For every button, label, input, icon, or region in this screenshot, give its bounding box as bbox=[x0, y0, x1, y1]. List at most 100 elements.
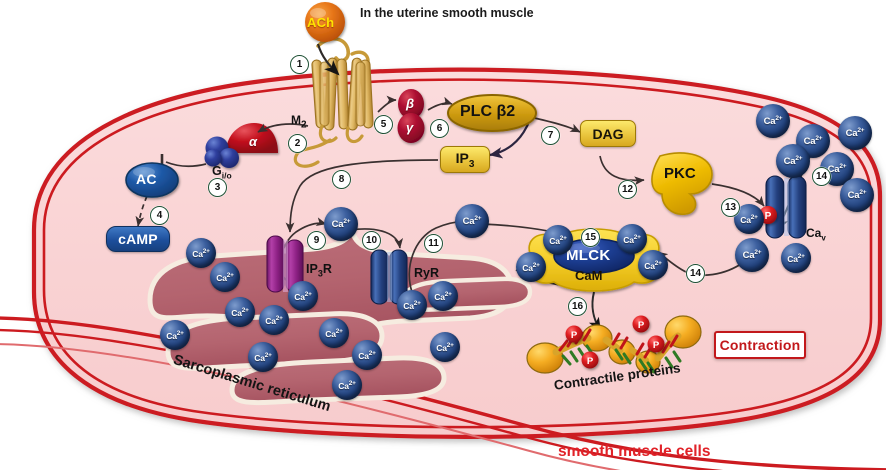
step-badge-2: 2 bbox=[288, 134, 307, 153]
calcium-ion-text: Ca2+ bbox=[623, 233, 641, 245]
calcium-ion-cytosolic: Ca2+ bbox=[455, 204, 489, 238]
calcium-ion-text: Ca2+ bbox=[847, 188, 867, 202]
gio-subscript: i/o bbox=[221, 170, 232, 181]
camp-box[interactable]: cAMP bbox=[106, 226, 170, 252]
g-beta-label: β bbox=[406, 96, 415, 111]
step-badge-16: 16 bbox=[568, 297, 587, 316]
ip3-box[interactable]: IP3 bbox=[440, 146, 490, 173]
calcium-ion-sr-lumen: Ca2+ bbox=[319, 318, 349, 348]
calcium-ion-calmodulin: Ca2+ bbox=[516, 252, 546, 282]
step-badge-4: 4 bbox=[150, 206, 169, 225]
calcium-ion-sr-lumen: Ca2+ bbox=[160, 320, 190, 350]
m2-receptor-label: M2 bbox=[291, 113, 307, 131]
ryr-label: RyR bbox=[414, 266, 440, 280]
m2-subscript: 2 bbox=[301, 119, 307, 131]
ryanodine-receptor-channel[interactable] bbox=[370, 249, 408, 305]
step-badge-8: 8 bbox=[332, 170, 351, 189]
dag-box[interactable]: DAG bbox=[580, 120, 636, 147]
g-protein-label: Gi/o bbox=[212, 164, 232, 181]
phosphate-markers-contractile: P P P P bbox=[565, 315, 665, 369]
calcium-ion-extracellular: Ca2+ bbox=[840, 178, 874, 212]
beta-gamma-subunits[interactable] bbox=[397, 89, 425, 143]
calcium-ion-sr-lumen: Ca2+ bbox=[186, 238, 216, 268]
ip3-receptor-channel[interactable] bbox=[266, 235, 304, 293]
calcium-ion-text: Ca2+ bbox=[294, 290, 312, 302]
arrow-step-5 bbox=[377, 95, 397, 113]
cav-channel[interactable]: P bbox=[759, 175, 807, 239]
adenylyl-cyclase-enzyme[interactable] bbox=[125, 162, 179, 198]
calcium-ion-cytosolic: Ca2+ bbox=[428, 281, 458, 311]
calcium-ion-text: Ca2+ bbox=[803, 134, 823, 148]
calcium-ion-text: Ca2+ bbox=[827, 162, 847, 176]
m2-receptor[interactable] bbox=[293, 37, 374, 168]
step-badge-15: 15 bbox=[581, 228, 600, 247]
svg-text:P: P bbox=[653, 340, 660, 351]
calcium-ion-text: Ca2+ bbox=[192, 247, 210, 259]
smooth-muscle-cells-label: smooth muscle cells bbox=[558, 443, 711, 460]
calcium-ion-text: Ca2+ bbox=[787, 252, 805, 264]
step-badge-6: 6 bbox=[430, 119, 449, 138]
plc-beta2-enzyme[interactable] bbox=[447, 94, 537, 132]
g-alpha-label: α bbox=[249, 134, 258, 149]
arrow-step-6 bbox=[427, 96, 453, 111]
step-badge-14b: 14 bbox=[686, 264, 705, 283]
adenylyl-cyclase-label: AC bbox=[136, 171, 157, 187]
calcium-ion-text: Ca2+ bbox=[462, 214, 482, 228]
adjacent-cell-membrane bbox=[0, 316, 886, 470]
step-badge-7: 7 bbox=[541, 126, 560, 145]
arrow-step-3 bbox=[165, 161, 207, 168]
calcium-ion-cytosolic: Ca2+ bbox=[324, 207, 358, 241]
ach-binding-arrow bbox=[316, 43, 340, 76]
calcium-ion-text: Ca2+ bbox=[338, 379, 356, 391]
calcium-ion-text: Ca2+ bbox=[740, 213, 758, 225]
step-badge-10: 10 bbox=[362, 231, 381, 250]
calcium-ion-sr-lumen: Ca2+ bbox=[210, 262, 240, 292]
step-badge-5: 5 bbox=[374, 115, 393, 134]
ip3-subscript: 3 bbox=[468, 158, 475, 170]
ach-label: ACh bbox=[307, 15, 335, 30]
arrow-step-4 bbox=[135, 195, 148, 227]
calcium-ion-text: Ca2+ bbox=[265, 314, 283, 326]
inner-membrane-leaflet bbox=[42, 78, 873, 429]
arrow-step-12 bbox=[599, 155, 645, 186]
step-badge-9: 9 bbox=[307, 231, 326, 250]
cav-subscript: v bbox=[821, 233, 826, 243]
contractile-proteins: P P P P bbox=[526, 315, 702, 374]
cav-label: Cav bbox=[806, 226, 826, 243]
g-gamma-label: γ bbox=[406, 120, 414, 135]
pkc-enzyme[interactable] bbox=[651, 152, 713, 216]
ach-ligand[interactable] bbox=[305, 2, 345, 42]
calcium-ion-calmodulin: Ca2+ bbox=[543, 225, 573, 255]
calcium-ion-calmodulin: Ca2+ bbox=[617, 224, 647, 254]
calcium-ion-text: Ca2+ bbox=[549, 234, 567, 246]
calcium-ion-text: Ca2+ bbox=[783, 154, 803, 168]
ip3r-subscript: 3 bbox=[317, 268, 323, 279]
calcium-ion-extracellular: Ca2+ bbox=[838, 116, 872, 150]
calcium-ion-text: Ca2+ bbox=[166, 329, 184, 341]
calcium-ion-text: Ca2+ bbox=[254, 351, 272, 363]
calcium-ion-text: Ca2+ bbox=[331, 217, 351, 231]
cam-label: CaM bbox=[575, 268, 603, 283]
calcium-ion-sr-lumen: Ca2+ bbox=[332, 370, 362, 400]
mlck-label: MLCK bbox=[566, 247, 611, 264]
sarcoplasmic-reticulum bbox=[147, 225, 533, 406]
calcium-ion-cytosolic: Ca2+ bbox=[397, 290, 427, 320]
calcium-ion-extracellular: Ca2+ bbox=[756, 104, 790, 138]
step-badge-11: 11 bbox=[424, 234, 443, 253]
calcium-ion-text: Ca2+ bbox=[231, 306, 249, 318]
ip3-label: IP3 bbox=[455, 149, 475, 170]
svg-text:P: P bbox=[587, 356, 594, 367]
step-badge-1: 1 bbox=[290, 55, 309, 74]
calcium-ion-text: Ca2+ bbox=[763, 114, 783, 128]
calcium-ion-text: Ca2+ bbox=[644, 259, 662, 271]
calcium-ion-sr-lumen: Ca2+ bbox=[352, 340, 382, 370]
calcium-ion-cytosolic: Ca2+ bbox=[735, 238, 769, 272]
calcium-ion-sr-lumen: Ca2+ bbox=[248, 342, 278, 372]
calcium-ion-cytosolic: Ca2+ bbox=[781, 243, 811, 273]
svg-text:P: P bbox=[571, 330, 578, 341]
svg-text:P: P bbox=[765, 211, 772, 222]
calcium-ion-calmodulin: Ca2+ bbox=[638, 250, 668, 280]
calcium-ion-text: Ca2+ bbox=[522, 261, 540, 273]
